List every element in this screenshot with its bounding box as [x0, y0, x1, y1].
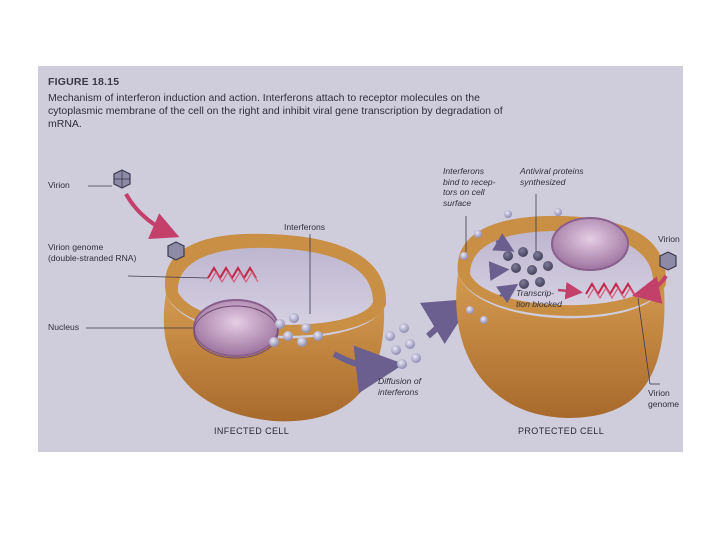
protected-cell: [456, 208, 666, 418]
interferon: [283, 331, 293, 341]
title-infected-cell: INFECTED CELL: [214, 426, 289, 436]
virion-icon-right: [660, 252, 676, 270]
label-virion-left: Virion: [48, 180, 70, 191]
label-interferons-bind: Interferons bind to recep- tors on cell …: [443, 166, 496, 208]
figure-panel: FIGURE 18.15 Mechanism of interferon ind…: [38, 66, 683, 452]
infected-nucleus: [194, 300, 278, 356]
virion-icon-left: [114, 170, 130, 188]
infection-arrow: [126, 194, 172, 234]
interferon: [313, 331, 323, 341]
label-nucleus: Nucleus: [48, 322, 79, 333]
figure-number: FIGURE 18.15: [48, 76, 119, 88]
label-antiviral-proteins: Antiviral proteins synthesized: [520, 166, 584, 187]
virion-icon-left-membrane: [168, 242, 184, 260]
label-virion-genome-right: Virion genome: [648, 388, 679, 409]
label-virion-genome: Virion genome (double-stranded RNA): [48, 242, 136, 263]
label-transcription-blocked: Transcrip- tion blocked: [516, 288, 562, 309]
protected-nucleus: [552, 218, 628, 270]
infected-cell: [164, 234, 386, 422]
interferon: [289, 313, 299, 323]
interferon: [297, 337, 307, 347]
interferon: [275, 319, 285, 329]
interferon: [269, 337, 279, 347]
diffusing-interferons: [385, 323, 421, 369]
interferon: [301, 323, 311, 333]
label-diffusion: Diffusion of interferons: [378, 376, 421, 397]
figure-caption: Mechanism of interferon induction and ac…: [48, 92, 518, 131]
label-interferons: Interferons: [284, 222, 325, 233]
title-protected-cell: PROTECTED CELL: [518, 426, 604, 436]
diffusion-arrow-2: [428, 308, 458, 336]
label-virion-right: Virion: [658, 234, 680, 245]
